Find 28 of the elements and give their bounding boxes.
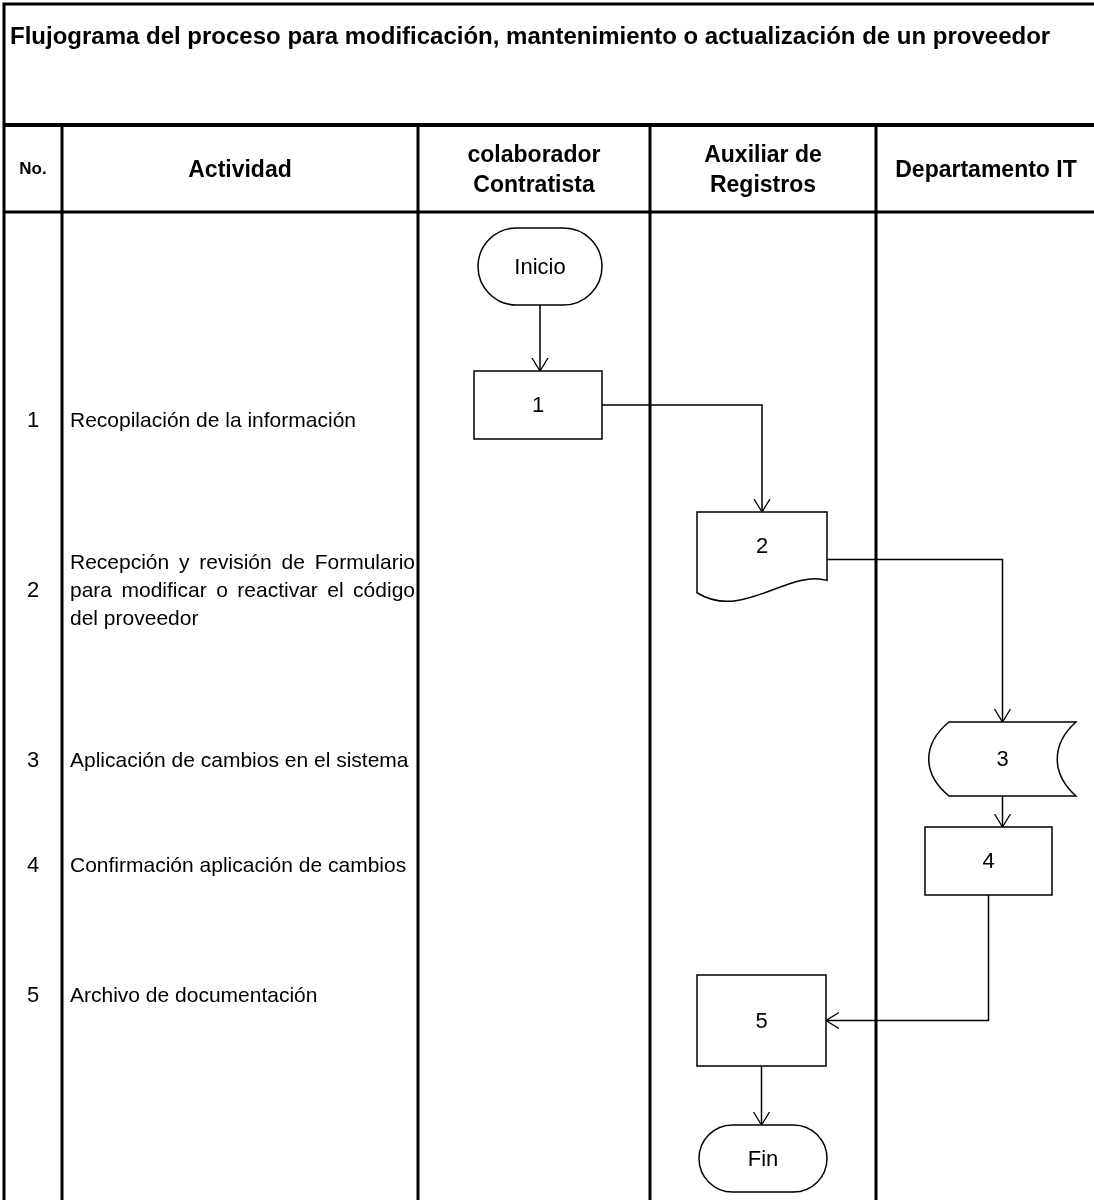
stored-data-shape: 3	[929, 722, 1076, 796]
row-number: 3	[25, 746, 41, 774]
arrow	[993, 795, 1012, 828]
arrow	[825, 894, 990, 1030]
activity-text: Recepción y revisión de Formulario para modificar o reactivar el código del proveedor	[70, 549, 415, 631]
activity-text: Confirmación aplicación de cambios	[70, 852, 408, 878]
terminator-shape: Fin	[699, 1125, 827, 1192]
arrow	[531, 304, 549, 372]
row-number: 2	[25, 576, 41, 604]
activity-text: Archivo de documentación	[70, 982, 319, 1008]
column-header: colaborador Contratista	[466, 140, 602, 199]
column-header: Actividad	[187, 155, 293, 184]
column-header: No.	[18, 158, 48, 180]
arrow	[826, 558, 1012, 723]
process-box: 1	[474, 371, 602, 439]
row-number: 4	[25, 851, 41, 879]
terminator-shape: Inicio	[478, 228, 602, 305]
row-number: 1	[25, 406, 41, 434]
arrow	[601, 404, 771, 513]
diagram-title: Flujograma del proceso para modificación, mantenimiento o actualización de un proveedor	[10, 21, 1052, 51]
activity-text: Recopilación de la información	[70, 407, 357, 433]
column-header: Departamento IT	[894, 155, 1078, 184]
process-box: 5	[697, 975, 826, 1066]
row-number: 5	[25, 981, 41, 1009]
column-header: Auxiliar de Registros	[703, 140, 823, 199]
process-box: 4	[925, 827, 1052, 895]
arrow	[752, 1065, 771, 1126]
activity-text: Aplicación de cambios en el sistema	[70, 747, 410, 773]
